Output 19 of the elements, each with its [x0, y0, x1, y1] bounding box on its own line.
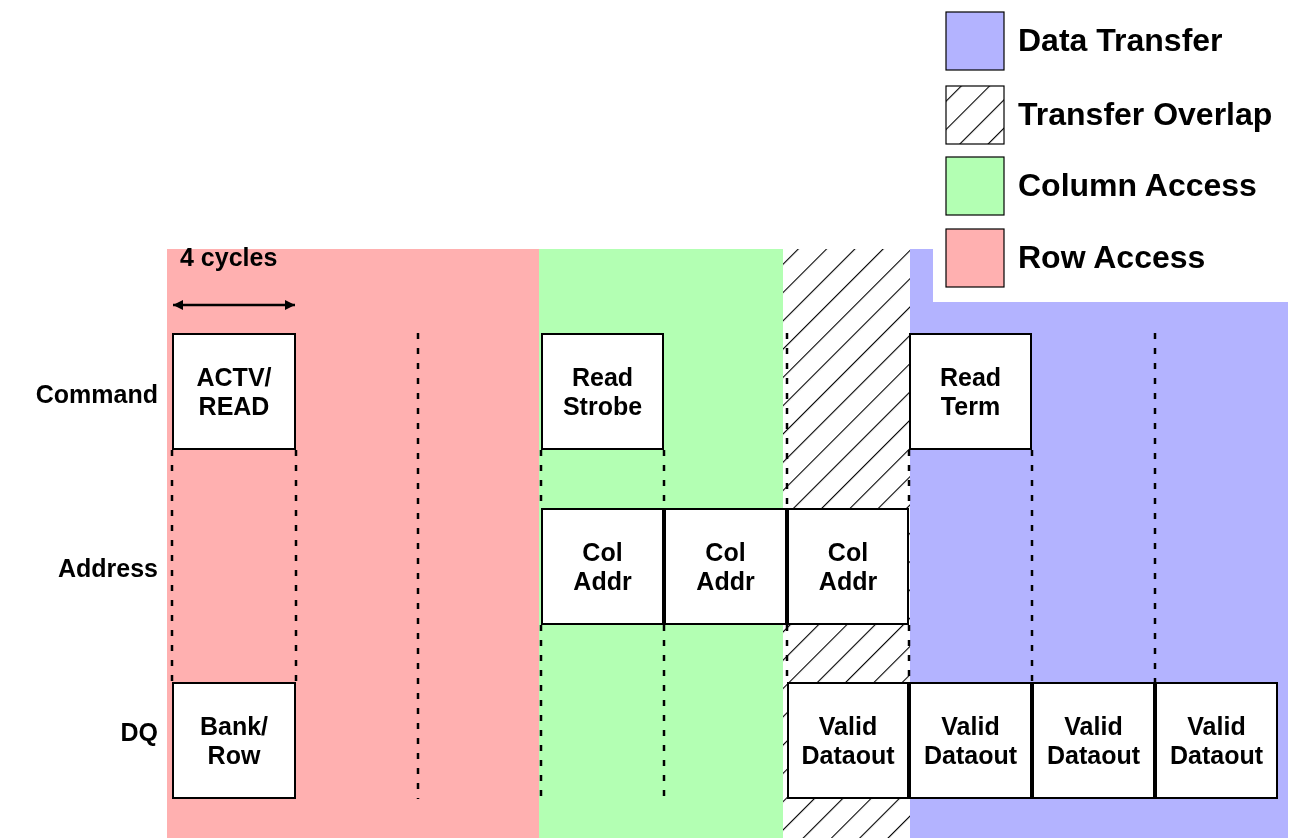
signal-box: ACTV/ READ — [172, 333, 296, 450]
legend-label: Transfer Overlap — [1018, 96, 1273, 133]
signal-box: Valid Dataout — [1155, 682, 1278, 799]
row-label: Command — [35, 380, 158, 409]
signal-box: Valid Dataout — [787, 682, 909, 799]
signal-box: Read Term — [909, 333, 1032, 450]
dimension-label: 4 cycles — [180, 243, 278, 272]
legend-label: Column Access — [1018, 167, 1257, 204]
signal-box: Col Addr — [541, 508, 664, 625]
legend-label: Data Transfer — [1018, 22, 1223, 59]
row-label: Address — [57, 554, 158, 583]
signal-box: Valid Dataout — [1032, 682, 1155, 799]
legend-label: Row Access — [1018, 239, 1206, 276]
signal-box: Bank/ Row — [172, 682, 296, 799]
signal-box: Read Strobe — [541, 333, 664, 450]
signal-box: Col Addr — [787, 508, 909, 625]
signal-box: Valid Dataout — [909, 682, 1032, 799]
signal-box: Col Addr — [664, 508, 787, 625]
row-label: DQ — [120, 718, 158, 747]
